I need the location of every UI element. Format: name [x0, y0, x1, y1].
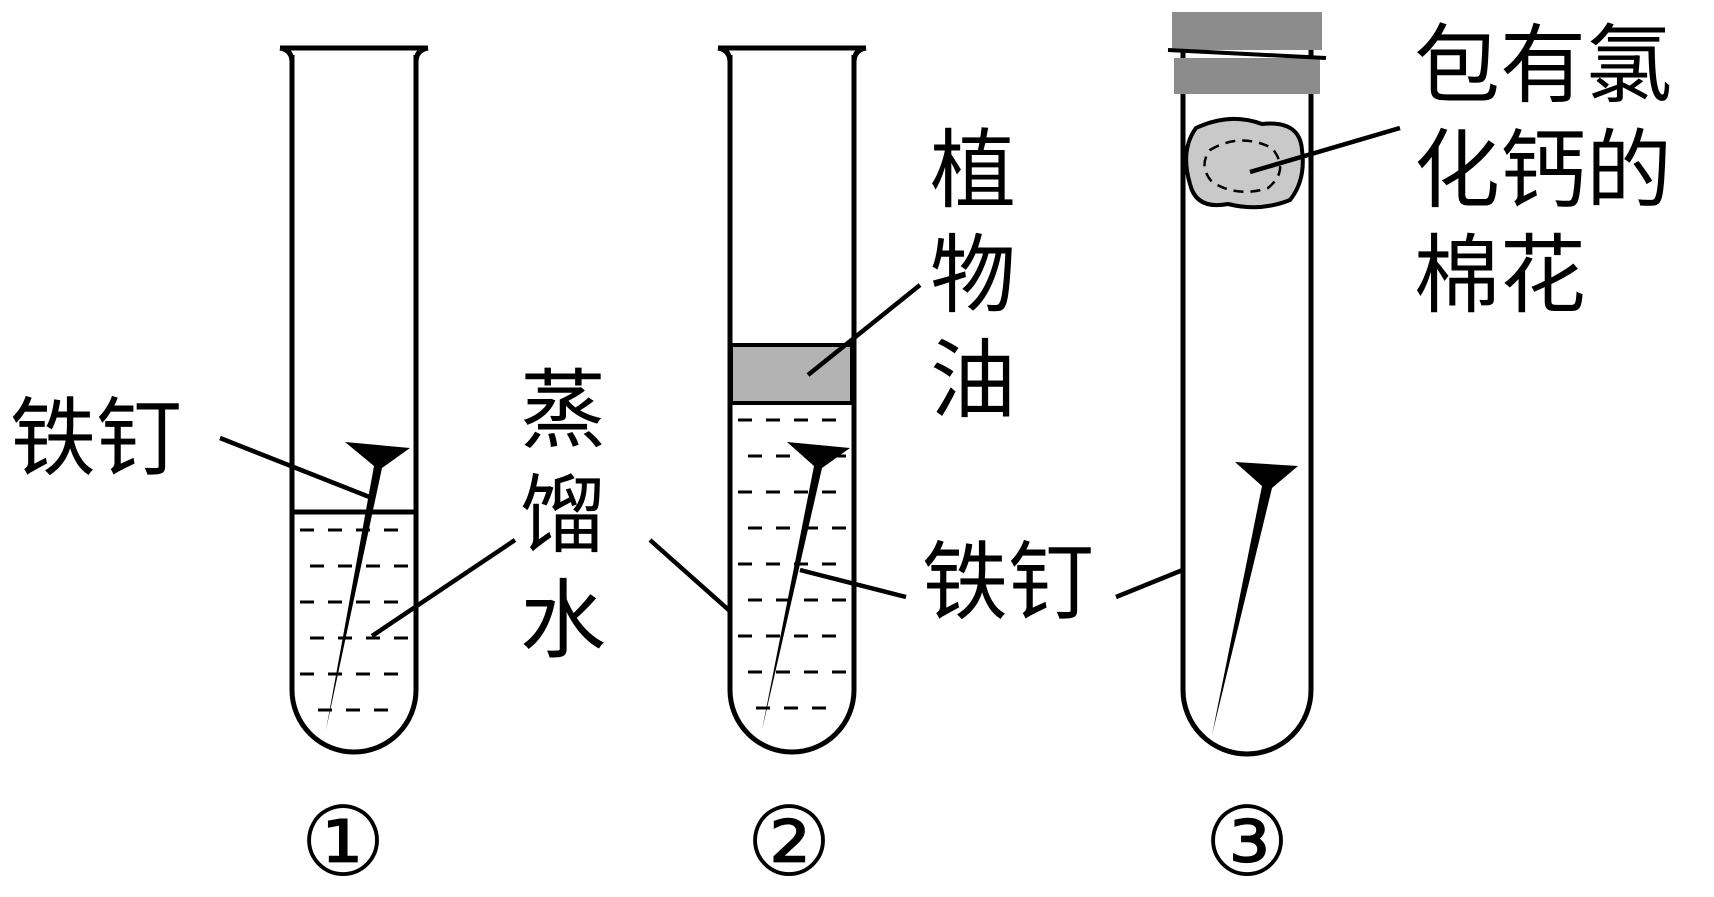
tube-3-body: [1180, 40, 1314, 757]
water-label: 蒸 馏 水: [520, 361, 633, 671]
nail-leader-2: [799, 567, 907, 600]
test-tube-1: [279, 45, 429, 755]
vegetable-oil-layer: [729, 343, 854, 405]
water-label-line: 馏: [520, 466, 606, 566]
calcium-chloride-packet: [1203, 139, 1282, 194]
nail-label-1: 铁钉: [10, 389, 182, 489]
water-leader-1: [370, 538, 517, 638]
test-tube-3: [1167, 12, 1327, 757]
oil-label-line: 油: [930, 331, 1016, 431]
tube-2-rim: [717, 45, 867, 63]
oil-label: 植 物 油: [930, 121, 1043, 431]
cotton-leader: [1249, 125, 1401, 175]
tube-1-rim: [279, 45, 429, 63]
calcium-chloride-cotton: [1184, 116, 1305, 210]
oil-label-line: 物: [930, 226, 1016, 326]
rubber-stopper-top: [1172, 12, 1322, 50]
cotton-label-line: 棉花: [1414, 226, 1586, 326]
cotton-ball: [1184, 116, 1305, 210]
water-label-line: 蒸: [520, 361, 606, 461]
cotton-label: 包有氯 化钙的 棉花: [1414, 16, 1699, 326]
water-label-line: 水: [520, 571, 606, 671]
distilled-water-1: [292, 509, 416, 712]
tube-number-2: ②: [746, 786, 832, 897]
rubber-stopper-bottom: [1174, 58, 1320, 94]
test-tube-2: [717, 45, 867, 755]
cotton-label-line: 化钙的: [1414, 121, 1672, 221]
nail-leader-1: [219, 435, 373, 501]
tube-number-3: ③: [1204, 786, 1290, 897]
stopper-edge: [1167, 48, 1327, 60]
cotton-label-line: 包有氯: [1414, 16, 1672, 116]
distilled-water-2: [738, 418, 848, 710]
oil-label-line: 植: [930, 121, 1016, 221]
tube-number-1: ①: [300, 786, 386, 897]
tube-1-body: [289, 55, 419, 755]
nail-label-2: 铁钉: [922, 533, 1094, 633]
iron-nail-1: [326, 442, 410, 730]
oil-leader: [806, 283, 922, 377]
